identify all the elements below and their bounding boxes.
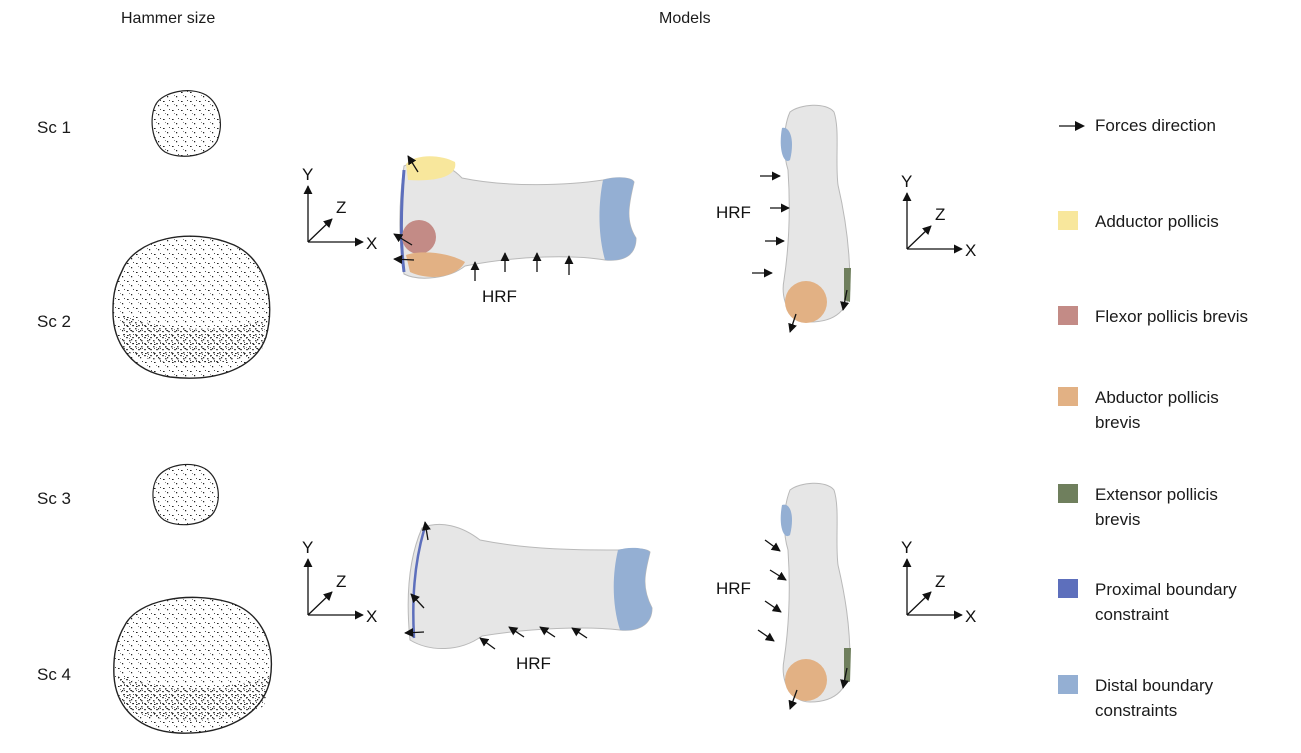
- legend-item: Adductor pollicis: [1058, 209, 1285, 234]
- abductor-pollicis-brevis-region: [785, 281, 827, 323]
- axis-gizmo-sc1-right: Y Z X: [901, 172, 976, 260]
- bone-model-sc3-side: HRF: [405, 522, 652, 673]
- axis-gizmo-sc1-left: Y Z X: [302, 165, 377, 253]
- hrf-label: HRF: [516, 654, 551, 673]
- hammerstone-sc3: [153, 464, 218, 524]
- legend-label: Extensor pollicis brevis: [1095, 482, 1265, 532]
- axis-x-label: X: [965, 607, 976, 626]
- legend-force-direction: Forces direction: [1058, 116, 1216, 136]
- axis-x-label: X: [965, 241, 976, 260]
- legend-force-direction-label: Forces direction: [1095, 116, 1216, 136]
- axis-y-label: Y: [302, 165, 313, 184]
- legend-swatch-adductor-pollicis: [1058, 211, 1078, 230]
- legend-label: Adductor pollicis: [1095, 209, 1285, 234]
- legend-item: Abductor pollicis brevis: [1058, 385, 1265, 435]
- legend-label: Proximal boundary constraint: [1095, 577, 1275, 627]
- axis-z-label: Z: [935, 572, 945, 591]
- legend-item: Extensor pollicis brevis: [1058, 482, 1265, 532]
- figure-canvas: Y Z X Y Z X Y Z X Y Z X: [0, 0, 1040, 753]
- bone-model-sc1-front: HRF: [716, 105, 851, 332]
- bone-model-sc1-side: HRF: [394, 156, 636, 306]
- distal-boundary-region: [614, 548, 652, 630]
- axis-z-label: Z: [336, 572, 346, 591]
- axis-gizmo-sc3-left: Y Z X: [302, 538, 377, 626]
- hammerstone-sc1: [152, 91, 220, 157]
- legend-swatch-extensor-pollicis-brevis: [1058, 484, 1078, 503]
- axis-z-label: Z: [336, 198, 346, 217]
- hrf-label: HRF: [482, 287, 517, 306]
- legend-item: Flexor pollicis brevis: [1058, 304, 1301, 329]
- distal-boundary-region: [599, 178, 636, 261]
- legend-label: Flexor pollicis brevis: [1095, 304, 1301, 329]
- axis-x-label: X: [366, 234, 377, 253]
- force-arrow-icon: [1058, 119, 1086, 133]
- legend-swatch-flexor-pollicis-brevis: [1058, 306, 1078, 325]
- axis-y-label: Y: [901, 172, 912, 191]
- hammerstone-sc2: [113, 236, 270, 378]
- hammerstone-sc4: [114, 597, 272, 733]
- hrf-label: HRF: [716, 579, 751, 598]
- legend-swatch-distal-boundary-constraints: [1058, 675, 1078, 694]
- legend-label: Abductor pollicis brevis: [1095, 385, 1265, 435]
- bone-model-sc3-front: HRF: [716, 483, 851, 709]
- abductor-pollicis-brevis-region: [785, 659, 827, 701]
- legend-item: Proximal boundary constraint: [1058, 577, 1275, 627]
- axis-y-label: Y: [901, 538, 912, 557]
- axis-gizmo-sc3-right: Y Z X: [901, 538, 976, 626]
- flexor-pollicis-brevis-region: [402, 220, 436, 254]
- axis-y-label: Y: [302, 538, 313, 557]
- legend-label: Distal boundary constraints: [1095, 673, 1265, 723]
- axis-x-label: X: [366, 607, 377, 626]
- legend-swatch-abductor-pollicis-brevis: [1058, 387, 1078, 406]
- hrf-label: HRF: [716, 203, 751, 222]
- legend-swatch-proximal-boundary-constraint: [1058, 579, 1078, 598]
- legend-item: Distal boundary constraints: [1058, 673, 1265, 723]
- axis-z-label: Z: [935, 205, 945, 224]
